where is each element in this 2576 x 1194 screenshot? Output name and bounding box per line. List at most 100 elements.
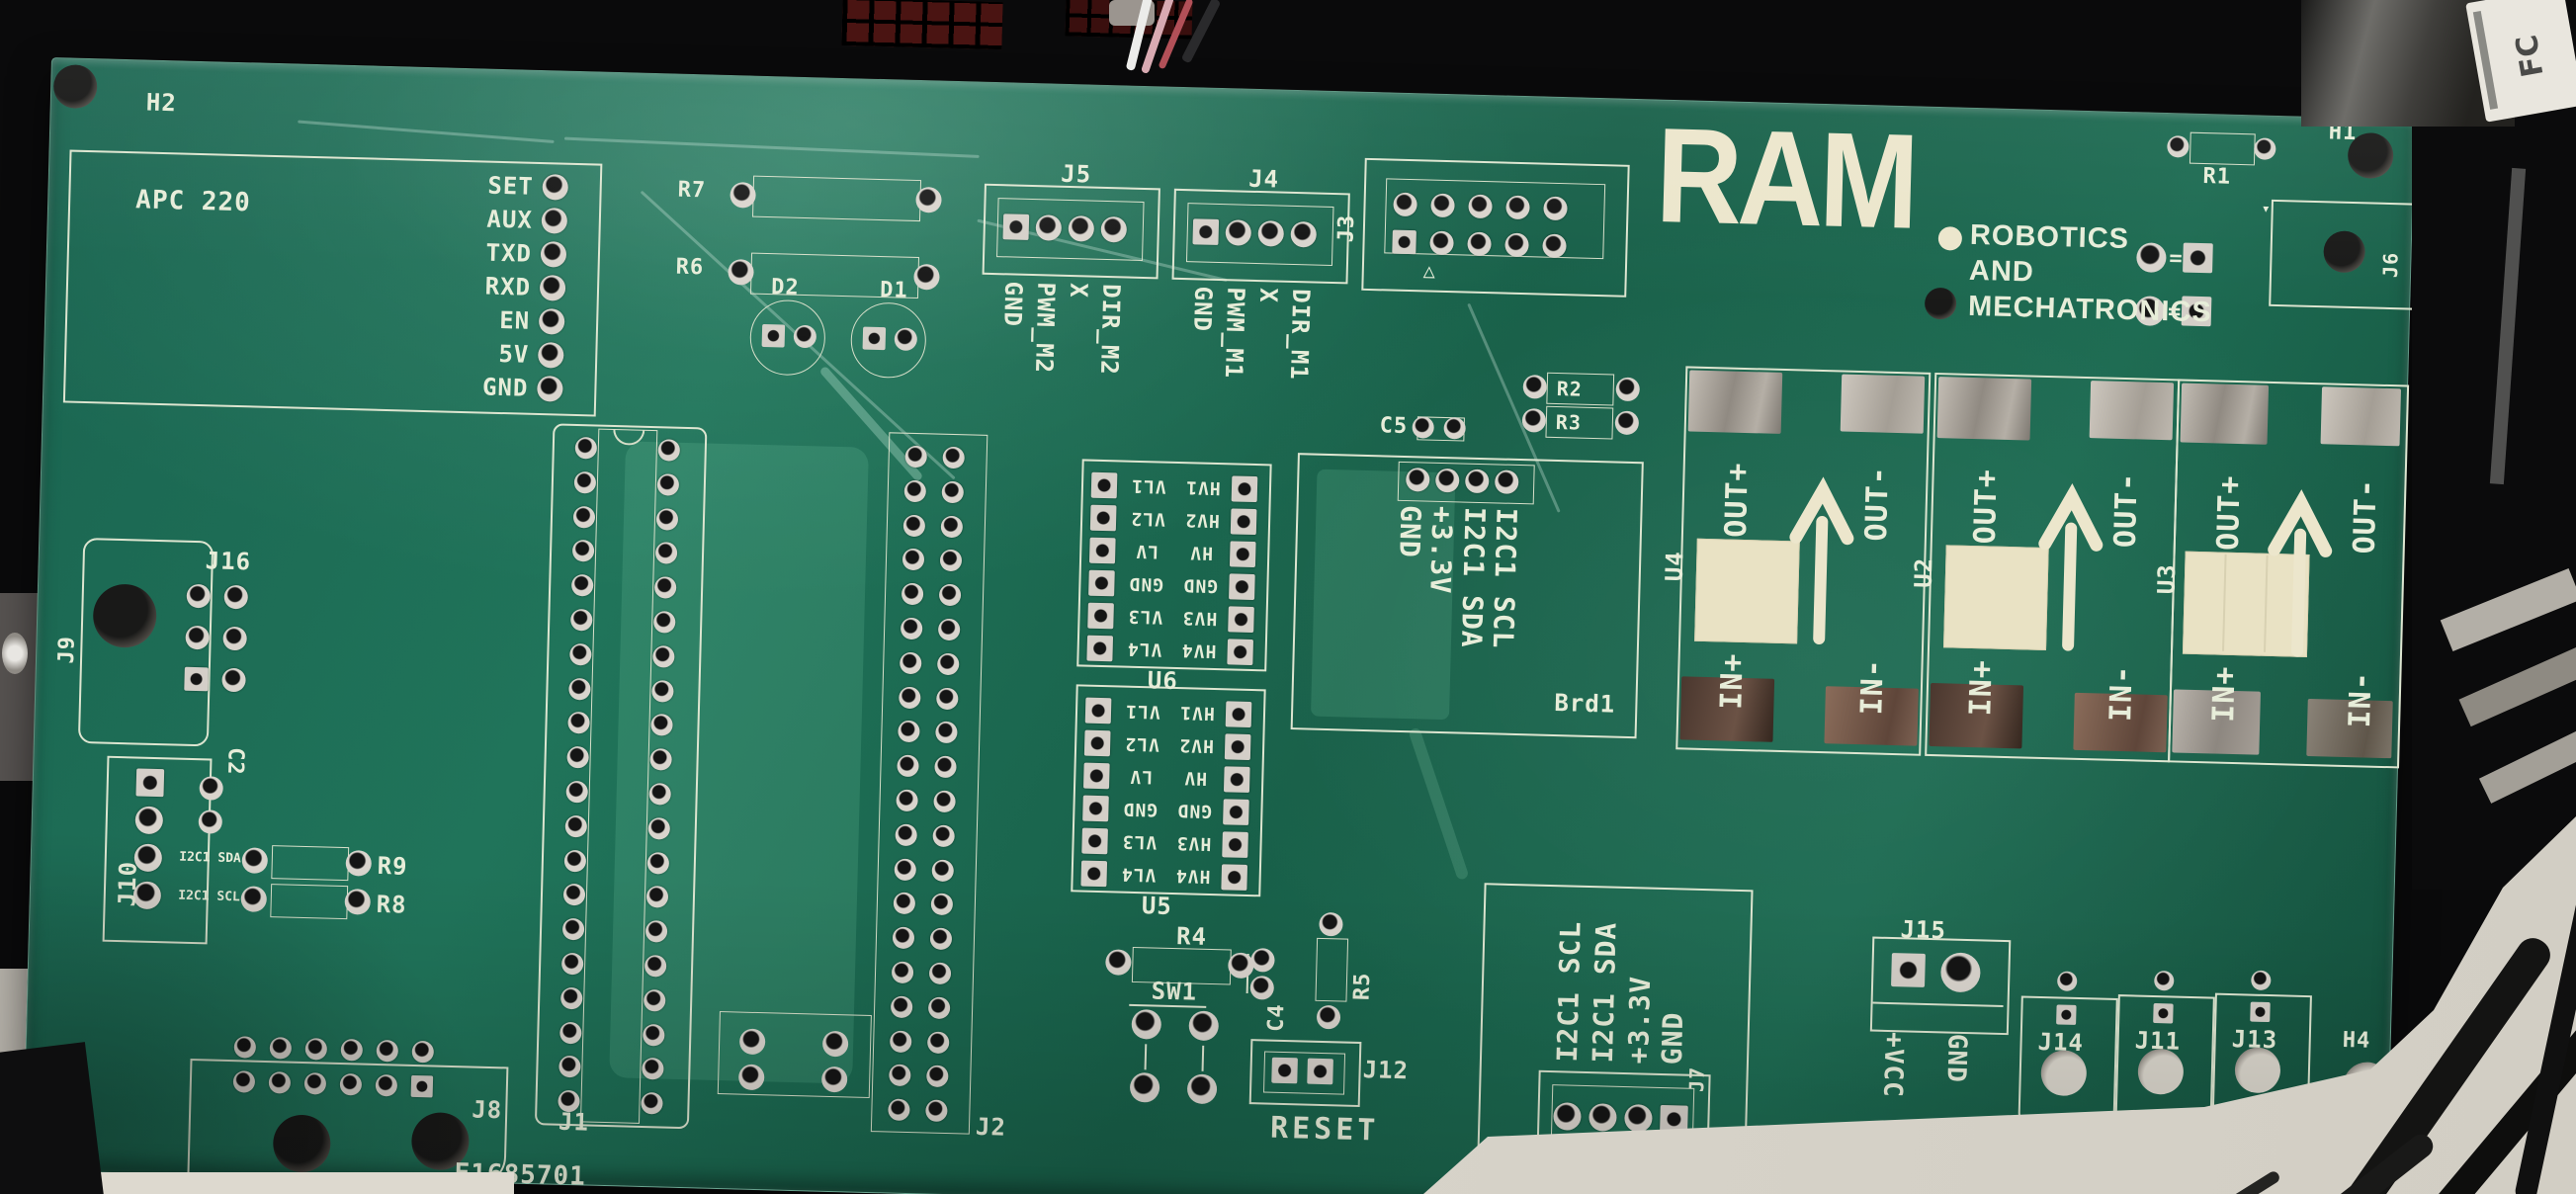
pad: [559, 1021, 582, 1044]
pad: [1231, 475, 1258, 503]
r7-outline: [752, 175, 922, 222]
label-c4: C4: [1263, 1002, 1290, 1033]
apc-pin-label: TXD: [485, 238, 533, 268]
pad: [1316, 1004, 1341, 1030]
u2-out-minus: OUT-: [2107, 471, 2145, 549]
u5-pin: HV2: [1178, 734, 1215, 757]
pad: [1228, 952, 1254, 980]
label-i2c-sda-small: I2C1 SDA: [179, 849, 242, 867]
label-sw1: SW1: [1151, 977, 1198, 1006]
apc220-title: APC 220: [134, 185, 252, 218]
vent-grille-left: [841, 0, 1003, 50]
apc-pin-label: RXD: [484, 272, 532, 301]
u6-pin: VL2: [1130, 507, 1166, 530]
pad: [902, 514, 926, 537]
u4-arrow-icon: [1789, 476, 1854, 645]
pad: [1223, 799, 1249, 825]
pad: [915, 186, 942, 213]
mount-hole-h2: [52, 64, 98, 110]
u4-pad-tr: [1840, 374, 1926, 434]
j3-pin1-triangle: △: [1422, 258, 1437, 283]
pad: [1084, 697, 1112, 725]
u6-pin: LV: [1135, 540, 1159, 562]
u2-in-plus: IN+: [1963, 658, 2000, 717]
pad: [573, 470, 597, 494]
pad: [564, 814, 588, 838]
label-j15: J15: [1900, 915, 1947, 945]
r9-outline: [271, 845, 350, 882]
pad: [2254, 137, 2276, 160]
pad: [1521, 408, 1547, 433]
j7-pin-label: +3.3V: [1621, 975, 1658, 1065]
pad: [926, 1031, 950, 1054]
u5-pin: HV3: [1175, 832, 1212, 854]
u5-pin: HV: [1183, 767, 1208, 789]
logo-line1: ROBOTICS: [1969, 218, 2130, 256]
pad: [1080, 860, 1108, 888]
u2-pad-tr: [2089, 381, 2175, 441]
label-r4: R4: [1175, 922, 1208, 951]
pad: [184, 666, 209, 692]
u3-out-minus: OUT-: [2347, 477, 2384, 554]
label-j5: J5: [1060, 159, 1092, 189]
pad: [345, 850, 373, 877]
u5-pin: VL3: [1121, 830, 1158, 853]
jumper-eq: =: [2169, 246, 2184, 272]
u2-out-plus: OUT+: [1967, 468, 2005, 545]
pad: [1221, 864, 1248, 891]
pad: [135, 768, 165, 798]
pad: [1227, 639, 1253, 666]
label-h2: H2: [145, 88, 178, 118]
pad: [569, 642, 592, 666]
pad: [2154, 971, 2175, 991]
j5-pin-label: DIR_M2: [1094, 283, 1126, 377]
pad: [198, 810, 223, 834]
pad: [269, 1037, 293, 1060]
u4-out-plus: OUT+: [1718, 462, 1756, 539]
j5-pin-label: X: [1064, 282, 1093, 299]
pad: [651, 679, 674, 703]
pad: [344, 889, 372, 915]
logo-line2: AND: [1968, 254, 2035, 289]
pad: [572, 505, 596, 529]
pad: [1082, 795, 1109, 822]
j5-pin-label: PWM_M2: [1029, 282, 1061, 375]
pad: [2251, 970, 2272, 991]
brd1-pin-label: +3.3V: [1423, 505, 1459, 595]
u4-out-minus: OUT-: [1858, 465, 1896, 542]
pad: [1089, 504, 1117, 532]
label-j12: J12: [1362, 1056, 1410, 1085]
pad: [1614, 410, 1640, 436]
u6-pin: HV3: [1181, 607, 1218, 630]
pad: [304, 1038, 328, 1061]
ram-logo: RAM: [1654, 100, 1917, 258]
pad: [1082, 762, 1110, 790]
sw1-dash: [1201, 1045, 1205, 1071]
pad: [1002, 213, 1030, 240]
u3-in-plus: IN+: [2206, 665, 2243, 724]
r8-outline: [270, 884, 349, 920]
j4-pin-label: X: [1253, 287, 1283, 304]
pad: [2153, 1002, 2174, 1024]
j7-pin-label: I2C1 SCL: [1550, 920, 1588, 1063]
u4-in-minus: IN-: [1854, 657, 1891, 716]
label-j10: J10: [113, 860, 142, 907]
j7-pin-label: GND: [1655, 1011, 1690, 1066]
u5-pin: HV1: [1179, 702, 1216, 725]
pad: [1186, 1073, 1218, 1105]
apc-pin-label: SET: [487, 171, 535, 201]
pad: [936, 652, 960, 676]
label-r6: R6: [675, 254, 705, 281]
label-u5: U5: [1141, 892, 1173, 920]
sticker-fc-text: FC: [2509, 32, 2551, 80]
pad: [1129, 1071, 1160, 1103]
apc-pin-label: GND: [481, 373, 529, 402]
u2-in-minus: IN-: [2104, 664, 2140, 723]
label-j9: J9: [53, 635, 80, 664]
u2-arrow-icon: [2038, 483, 2104, 651]
pad: [1224, 733, 1251, 760]
u6-pin: VL3: [1127, 605, 1163, 628]
label-u2: U2: [1909, 556, 1938, 589]
u5-pin: VL2: [1124, 732, 1160, 755]
